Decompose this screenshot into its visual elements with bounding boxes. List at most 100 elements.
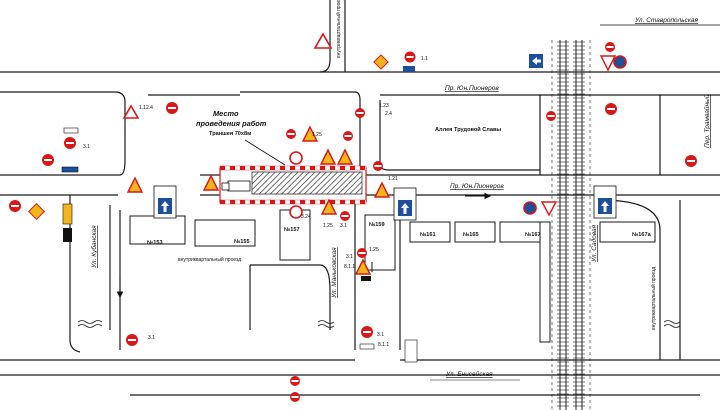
- no-entry-sign: [357, 248, 367, 258]
- sign-code: 8.1.1: [378, 342, 389, 348]
- traffic-signs: [9, 32, 697, 402]
- info-plate: [61, 166, 79, 173]
- main-road-sign: [28, 203, 45, 220]
- sign-code: 3.1: [346, 254, 353, 260]
- sign-code: 3.1: [340, 223, 347, 229]
- break-marks: [77, 320, 681, 328]
- sign-code: 8.1.1: [344, 264, 355, 270]
- no-entry-sign: [373, 161, 383, 171]
- building-161: [409, 221, 451, 243]
- sign-code: 1.25: [312, 132, 322, 138]
- street-mankovskaya: Ул. Маньковская: [331, 247, 338, 299]
- speed-limit-sign: [289, 205, 303, 219]
- direction-plate: [62, 203, 73, 225]
- sign-code: 2.4: [146, 105, 153, 111]
- roadwork-sign: [202, 174, 220, 191]
- no-entry-sign: [126, 334, 138, 346]
- building-167a: [599, 221, 656, 243]
- roadwork-sign: [319, 148, 337, 165]
- no-entry-sign: [361, 326, 373, 338]
- street-kubanskaya: Ул. Кубанская: [90, 225, 98, 269]
- building-label-161: №161: [420, 232, 436, 238]
- building-label-165: №165: [463, 232, 479, 238]
- passage-label-left: внутриквартальный проезд: [335, 0, 342, 58]
- street-energetikov: Ул. Енисейская: [445, 370, 493, 378]
- sign-code: 3.1: [83, 144, 90, 150]
- no-entry-sign: [9, 200, 21, 212]
- main-road-sign: [373, 54, 389, 70]
- warning-sign: [122, 104, 140, 119]
- no-entry-sign: [42, 154, 54, 166]
- roadwork-sign: [320, 198, 338, 215]
- no-entry-sign: [64, 137, 76, 149]
- sign-code: 3.1: [377, 332, 384, 338]
- passage-label-upper: внутриквартальный проезд: [178, 256, 241, 263]
- sign-code: 1.1: [421, 56, 428, 62]
- work-zone-subtitle: Траншея 70х8м: [209, 131, 251, 137]
- roadwork-sign: [336, 148, 354, 165]
- warning-sign: [599, 55, 617, 72]
- building-label-153: №153: [147, 240, 163, 246]
- building-155: [194, 219, 256, 247]
- building-159: [364, 214, 396, 271]
- info-plate: [361, 276, 371, 281]
- street-stavropolskaya: Ул. Ставропольская: [634, 17, 699, 24]
- direction-plate: [404, 339, 418, 363]
- roadwork-sign: [354, 258, 372, 275]
- work-zone-title-2: проведения работ: [196, 119, 267, 128]
- sign-code: 3.24: [301, 214, 311, 220]
- info-plate: [359, 343, 375, 350]
- alley-label: Аллея Трудовой Славы: [435, 126, 501, 133]
- sign-code-labels: 1.1 2.4 1.23 2.4 3.1 1.25 1.25 3.1 1.25 …: [83, 56, 428, 348]
- direction-arrows: [116, 192, 492, 299]
- info-plate: [63, 127, 79, 134]
- sign-code: 1.23: [379, 103, 389, 109]
- road-network: [0, 0, 720, 396]
- warning-sign: [540, 201, 558, 217]
- no-entry-sign: [166, 102, 178, 114]
- no-entry-sign: [343, 131, 353, 141]
- trench: [251, 171, 363, 195]
- no-entry-sign: [404, 51, 416, 63]
- railway-tracks: [551, 40, 591, 410]
- no-entry-sign: [355, 108, 365, 118]
- building-label-155: №155: [234, 239, 250, 245]
- street-sadovaya: Ул. Садовая: [590, 224, 598, 263]
- building-label-157: №157: [284, 227, 300, 233]
- barrier-bottom: [219, 199, 367, 205]
- barrier-top: [219, 165, 367, 171]
- no-entry-sign: [286, 129, 296, 139]
- no-entry-sign: [290, 376, 300, 386]
- work-zone: Место проведения работ Траншея 70х8м: [196, 109, 367, 205]
- roadwork-sign: [373, 181, 391, 198]
- building-right-tall: [539, 221, 551, 343]
- street-yupionerov-top: Пр. Юн.Пионеров: [445, 85, 499, 92]
- warning-sign: [313, 32, 333, 49]
- building-label-167: №167: [525, 232, 541, 238]
- direction-plate: [63, 228, 72, 242]
- speed-limit-sign: [289, 151, 303, 165]
- building-165: [454, 221, 496, 243]
- passage-label-right: внутриквартальный проезд: [650, 267, 657, 330]
- roadwork-sign: [126, 176, 144, 193]
- work-zone-title-1: Место: [213, 109, 239, 118]
- sign-code: 1.25: [323, 223, 333, 229]
- no-stopping-sign: [523, 201, 537, 215]
- no-entry-sign: [340, 211, 350, 221]
- no-entry-sign: [685, 155, 697, 167]
- no-entry-sign: [546, 111, 556, 121]
- sign-code: 1.25: [369, 247, 379, 253]
- building-label-167a: №167а: [632, 232, 652, 238]
- info-plate: [403, 66, 415, 72]
- no-entry-sign: [290, 392, 300, 402]
- building-labels: №153 №155 №157 №159 №161 №165 №167 №167а: [147, 222, 652, 246]
- roadwork-sign: [301, 125, 319, 142]
- building-label-159: №159: [369, 222, 385, 228]
- street-labels: Ул. Ставропольская Пр. Юн.Пионеров Пр. Ю…: [90, 0, 720, 381]
- no-entry-sign: [605, 42, 615, 52]
- sign-code: 1.1: [139, 105, 146, 111]
- no-stopping-sign: [613, 55, 627, 69]
- sign-code: 2.4: [385, 111, 392, 117]
- street-tramvaynaya: Пер. Трамвайный: [703, 94, 711, 148]
